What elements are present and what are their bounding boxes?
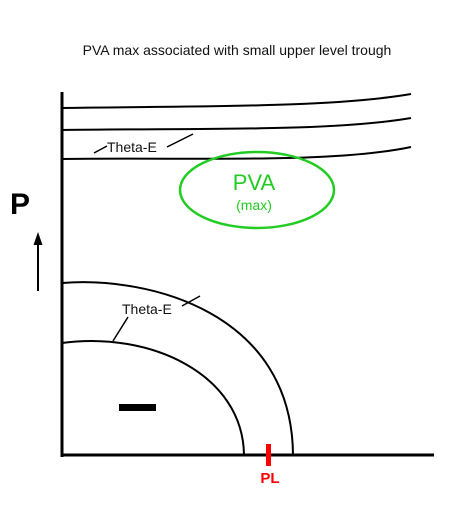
lower-theta-e-label: Theta-E (122, 301, 172, 317)
pva-label: PVA (233, 170, 276, 195)
upper-theta-e-label: Theta-E (107, 139, 157, 155)
pressure-axis-label: P (10, 188, 30, 221)
minus-sign-icon (119, 404, 156, 411)
inner-trough-arc (61, 340, 245, 456)
upper-theta-e-line-2 (61, 117, 412, 131)
pva-max-ellipse (178, 150, 336, 230)
pl-label: PL (260, 470, 279, 487)
pl-marker (266, 444, 271, 466)
upper-theta-e-line-1 (61, 93, 412, 109)
outer-trough-arc (61, 281, 294, 456)
upper-theta-e-line-3 (61, 146, 412, 160)
up-arrow-icon (33, 232, 43, 291)
lower-theta-e-leader-left (112, 316, 129, 342)
upper-theta-e-leader (93, 145, 108, 154)
lower-theta-e-leader-right (181, 295, 201, 307)
upper-theta-e-leader-right (166, 133, 194, 148)
diagram-title: PVA max associated with small upper leve… (83, 42, 392, 58)
pva-sub-label: (max) (236, 197, 272, 213)
